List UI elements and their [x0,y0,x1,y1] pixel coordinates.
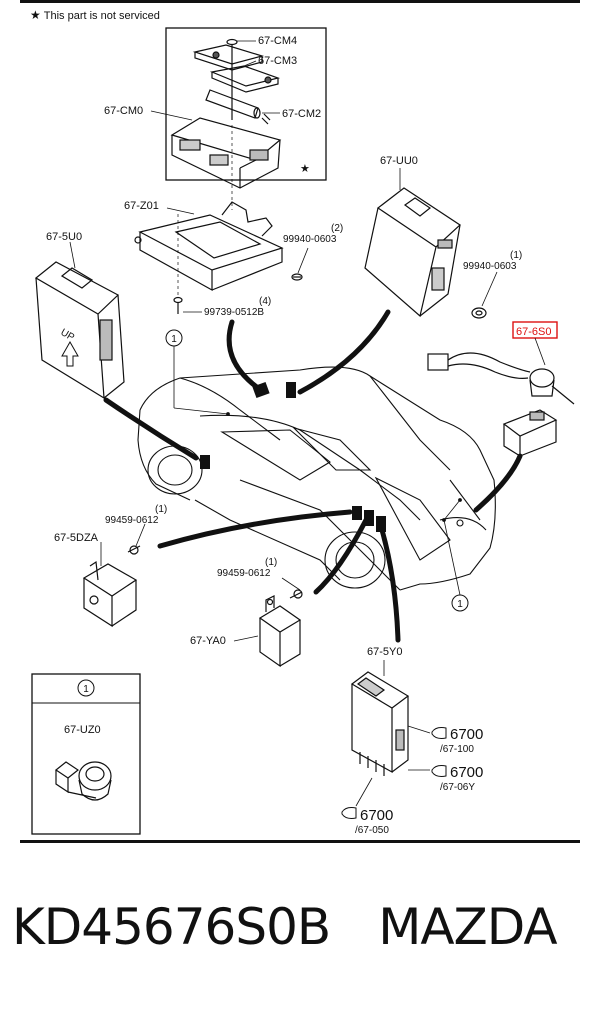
label-67-cm2: 67-CM2 [282,108,321,120]
cm-group-box [165,27,327,181]
label-67-6s0: 67-6S0 [516,326,551,338]
code-b2: 99940-0603 [463,261,517,272]
label-67-uu0: 67-UU0 [380,155,418,167]
connector-2-number: 6700 [450,764,483,781]
screw-99739 [173,296,183,314]
qty-b3: (4) [259,296,271,307]
bolt-99459-ya0 [289,589,303,599]
s0-sensor [427,352,575,457]
bottom-border [20,840,580,843]
z01-bracket [134,201,284,292]
qty-b5: (1) [265,557,277,568]
cm4-bracket [192,44,265,71]
connector-1-ref: /67-100 [440,744,474,755]
cm3-bracket [209,65,281,93]
part-number-text: KD45676S0B [12,898,331,956]
dza-unit [82,560,138,628]
connector-plug-icon [341,807,357,819]
leader-lines [103,309,523,643]
connector-ref-2: 6700 /67-06Y [408,764,483,793]
connector-ref-3: 6700 /67-050 [341,777,393,836]
connector-plug-icon [431,765,447,777]
not-serviced-note: ★This part is not serviced [30,8,160,22]
callout-circle-lower: 1 [451,594,469,612]
connector-1-number: 6700 [450,726,483,743]
not-serviced-text: This part is not serviced [43,10,160,22]
label-67-z01: 67-Z01 [124,200,159,212]
callout-circle-inset: 1 [77,679,95,697]
cm2-tube [205,89,271,125]
ya0-relay [258,595,302,668]
up-label: UP [59,327,77,344]
vehicle-outline [137,366,496,591]
cm0-star-icon: ★ [300,163,310,175]
bolt-99940-z01 [291,273,303,281]
code-b4: 99459-0612 [105,515,159,526]
uz0-inset-box [31,673,141,835]
label-67-ya0: 67-YA0 [190,635,226,647]
label-67-cm4: 67-CM4 [258,35,297,47]
up-arrow-icon [61,340,79,367]
label-67-5u0: 67-5U0 [46,231,82,243]
callout-number-upper: 1 [171,334,177,345]
uu0-module [364,187,461,318]
connector-3-number: 6700 [360,807,393,824]
screw-cm4 [226,38,238,120]
connector-3-ref: /67-050 [355,825,389,836]
star-icon: ★ [30,8,41,22]
cm0-module [170,117,282,189]
label-67-uz0: 67-UZ0 [64,724,101,736]
footer-caption: KD45676S0B MAZDA [12,898,592,956]
vehicle-module-markers [200,381,386,532]
bolt-99459-dza [127,545,141,555]
connector-2-ref: /67-06Y [440,782,475,793]
label-67-cm3: 67-CM3 [258,55,297,67]
callout-number-lower: 1 [457,599,463,610]
code-b5: 99459-0612 [217,568,271,579]
label-67-5y0: 67-5Y0 [367,646,402,658]
parts-diagram: ★ 67-CM4 67-CM3 67-CM0 67-CM2 67-Z01 (2)… [31,27,575,836]
u0-module [34,261,125,400]
qty-b2: (1) [510,250,522,261]
nut-99940-uu0 [471,307,487,319]
callout-leaders [173,345,462,596]
uz0-sensor [54,761,112,801]
connector-ref-1: 6700 /67-100 [407,725,483,755]
qty-b1: (2) [331,223,343,234]
y0-module [350,671,410,776]
brand-text: MAZDA [378,898,557,956]
code-b1: 99940-0603 [283,234,337,245]
connector-plug-icon [431,727,447,739]
top-border [20,0,580,3]
callout-number-inset: 1 [83,684,89,695]
label-67-cm0: 67-CM0 [104,105,143,117]
callout-circle-upper: 1 [165,329,183,347]
qty-b4: (1) [155,504,167,515]
label-67-5dza: 67-5DZA [54,532,99,544]
code-b3: 99739-0512B [204,307,264,318]
